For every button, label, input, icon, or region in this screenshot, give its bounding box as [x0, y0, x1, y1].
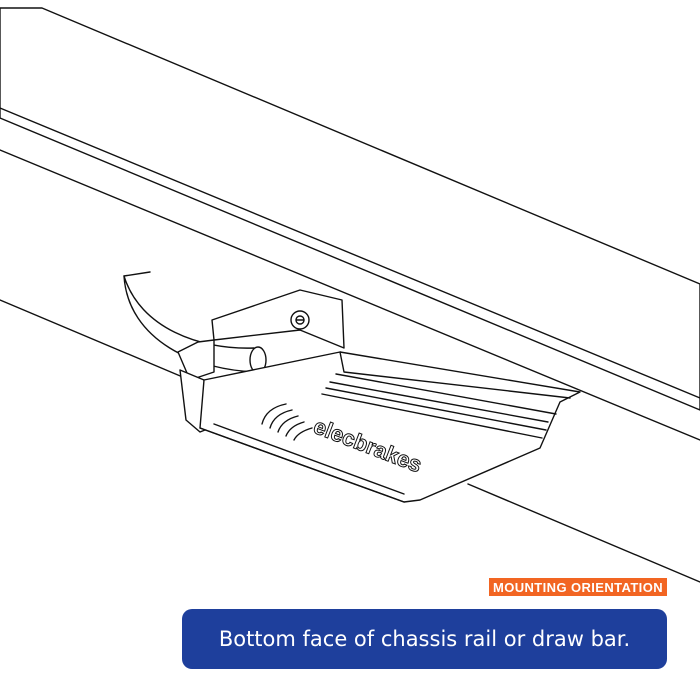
brake-controller-device	[123, 271, 581, 503]
mounting-orientation-label: MOUNTING ORIENTATION	[488, 578, 667, 596]
chassis-rail	[0, 7, 700, 583]
bottom-face	[199, 351, 581, 503]
signal-wave-icon	[261, 403, 313, 441]
caption-banner: Bottom face of chassis rail or draw bar.	[182, 609, 667, 669]
